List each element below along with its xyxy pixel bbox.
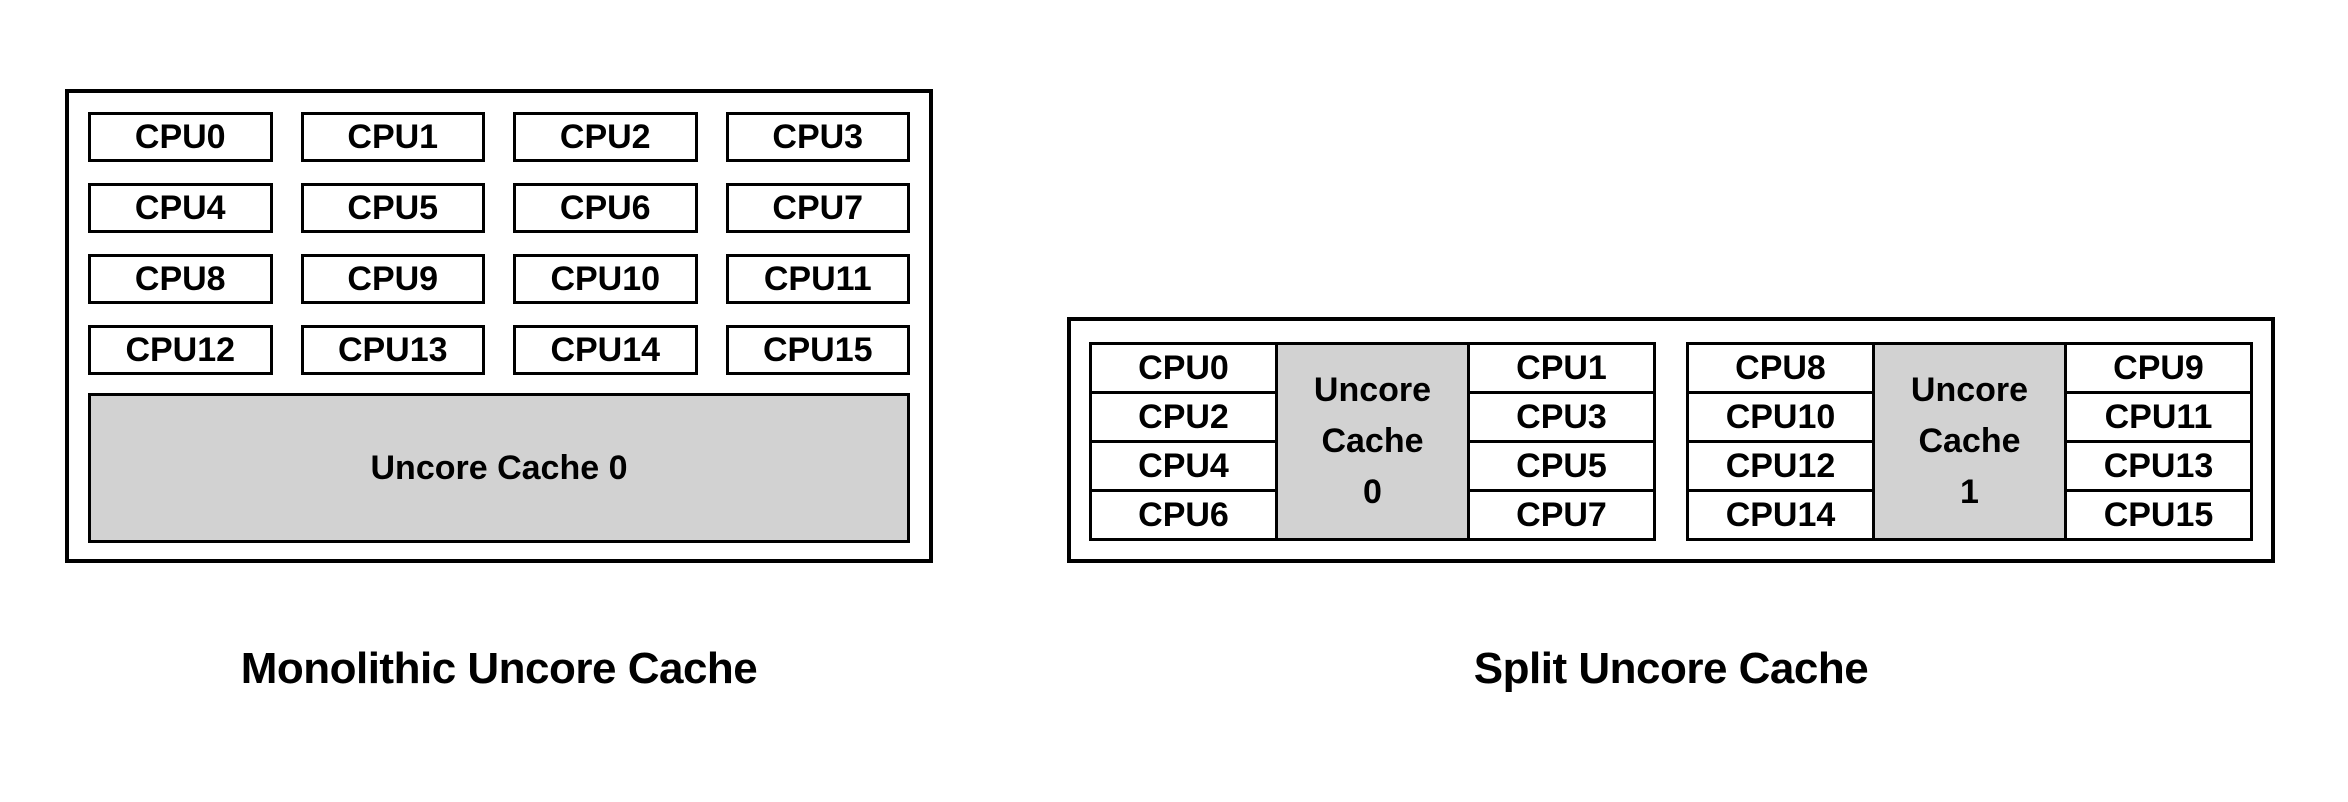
cpu-grid: CPU0 CPU1 CPU2 CPU3 CPU4 CPU5 CPU6 CPU7 …	[88, 112, 910, 375]
cpu-cell: CPU15	[725, 325, 910, 375]
cpu-cell: CPU4	[88, 183, 273, 233]
cache-label-line: Cache	[1918, 422, 2021, 460]
cpu-cell: CPU8	[88, 254, 273, 304]
cache-label-line: 0	[1363, 473, 1382, 511]
cpu-cell: CPU1	[1467, 342, 1656, 394]
uncore-cache-1-box: Uncore Cache 1	[1872, 342, 2067, 541]
cpu-cell: CPU6	[513, 183, 698, 233]
cpu-cell: CPU0	[1089, 342, 1278, 394]
cpu-cell: CPU1	[300, 112, 485, 162]
cpu-cell: CPU11	[725, 254, 910, 304]
monolithic-caption: Monolithic Uncore Cache	[240, 644, 758, 693]
cpu-cell: CPU5	[1467, 440, 1656, 492]
cpu-cell: CPU12	[1686, 440, 1875, 492]
monolithic-diagram: CPU0 CPU1 CPU2 CPU3 CPU4 CPU5 CPU6 CPU7 …	[65, 89, 933, 563]
uncore-cache-0-box: Uncore Cache 0	[1275, 342, 1470, 541]
cache-label-line: Uncore	[1910, 371, 2029, 409]
cpu-cell: CPU14	[1686, 489, 1875, 541]
cpu-cell: CPU14	[513, 325, 698, 375]
cpu-cell: CPU4	[1089, 440, 1278, 492]
cache-label-line: 1	[1960, 473, 1979, 511]
split-diagram: CPU0 CPU2 CPU4 CPU6 Uncore Cache 0 CPU1 …	[1067, 317, 2275, 563]
cpu-column-right: CPU1 CPU3 CPU5 CPU7	[1467, 342, 1656, 541]
cpu-cell: CPU10	[1686, 391, 1875, 443]
cpu-cell: CPU2	[513, 112, 698, 162]
uncore-cache-0-box: Uncore Cache 0	[88, 393, 910, 543]
cpu-cell: CPU11	[2064, 391, 2253, 443]
cpu-cell: CPU12	[88, 325, 273, 375]
cpu-cell: CPU9	[2064, 342, 2253, 394]
cpu-cell: CPU13	[300, 325, 485, 375]
cpu-cell: CPU2	[1089, 391, 1278, 443]
cpu-cell: CPU10	[513, 254, 698, 304]
cpu-cell: CPU0	[88, 112, 273, 162]
cpu-cell: CPU9	[300, 254, 485, 304]
cache-label-line: Cache	[1321, 422, 1424, 460]
cpu-cell: CPU3	[1467, 391, 1656, 443]
cpu-cluster-1: CPU8 CPU10 CPU12 CPU14 Uncore Cache 1 CP…	[1686, 342, 2253, 541]
split-caption: Split Uncore Cache	[1473, 644, 1869, 693]
cpu-column-right: CPU9 CPU11 CPU13 CPU15	[2064, 342, 2253, 541]
cpu-cell: CPU6	[1089, 489, 1278, 541]
cpu-cell: CPU8	[1686, 342, 1875, 394]
cpu-cell: CPU15	[2064, 489, 2253, 541]
cpu-cell: CPU5	[300, 183, 485, 233]
cpu-cluster-0: CPU0 CPU2 CPU4 CPU6 Uncore Cache 0 CPU1 …	[1089, 342, 1656, 541]
cpu-cell: CPU3	[725, 112, 910, 162]
cpu-cell: CPU7	[725, 183, 910, 233]
cpu-cell: CPU13	[2064, 440, 2253, 492]
cpu-column-left: CPU0 CPU2 CPU4 CPU6	[1089, 342, 1278, 541]
cpu-cell: CPU7	[1467, 489, 1656, 541]
cpu-column-left: CPU8 CPU10 CPU12 CPU14	[1686, 342, 1875, 541]
cache-label-line: Uncore	[1313, 371, 1432, 409]
